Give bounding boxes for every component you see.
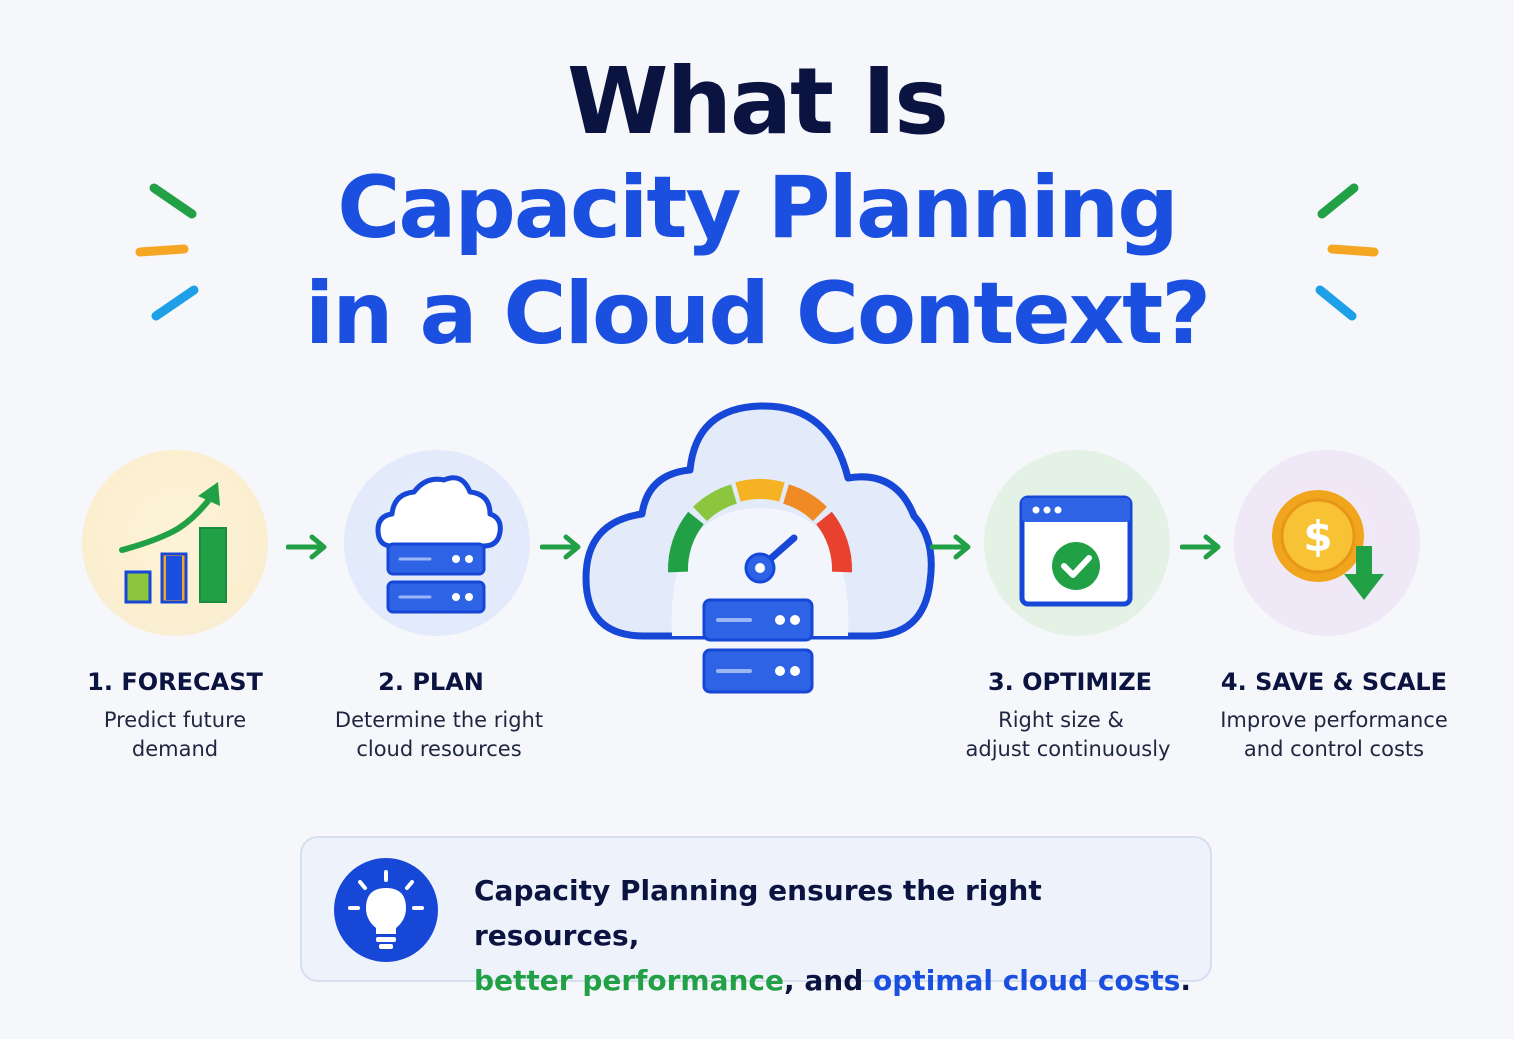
step-1-desc-line-2: demand	[131, 737, 219, 761]
step-2-desc-line-2: cloud resources	[356, 737, 522, 761]
step-3-title: 3. OPTIMIZE	[987, 668, 1153, 696]
title-line-1: What Is	[566, 48, 949, 155]
lightbulb-badge	[334, 858, 438, 962]
step-3-desc-line-1: Right size &	[998, 708, 1124, 732]
title-line-3: in a Cloud Context?	[304, 264, 1211, 364]
step-1-title: 1. FORECAST	[87, 668, 263, 696]
arrow-right-icon	[286, 534, 327, 560]
arrow-right-icon	[540, 534, 581, 560]
summary-highlight-costs: optimal cloud costs	[873, 964, 1181, 997]
save-scale-circle: $	[1234, 450, 1420, 636]
step-2-desc-line-1: Determine the right	[334, 708, 544, 732]
title-line-2: Capacity Planning	[337, 158, 1179, 258]
plan-circle	[344, 450, 530, 636]
cloud-server-icon	[375, 475, 503, 614]
optimize-circle	[984, 450, 1170, 636]
summary-period: .	[1180, 964, 1192, 997]
step-4-title: 4. SAVE & SCALE	[1220, 668, 1448, 696]
growth-chart-icon	[119, 482, 227, 604]
forecast-circle	[82, 450, 268, 636]
step-4-desc-line-2: and control costs	[1243, 737, 1425, 761]
summary-box	[300, 836, 1212, 982]
step-2-title: 2. PLAN	[378, 668, 484, 696]
right-burst-icon	[1315, 183, 1379, 321]
summary-highlight-performance: better performance	[474, 964, 785, 997]
coin-down-arrow-icon: $	[1272, 490, 1384, 600]
arrow-right-icon	[930, 534, 971, 560]
cloud-gauge-server-icon	[582, 402, 935, 694]
summary-connector: , and	[784, 964, 874, 997]
svg-text:$: $	[1303, 512, 1332, 561]
browser-check-icon	[1019, 495, 1133, 607]
left-burst-icon	[135, 183, 199, 321]
summary-line-1: Capacity Planning ensures the right reso…	[474, 874, 1042, 952]
step-3-desc-line-2: adjust continuously	[965, 737, 1171, 761]
lightbulb-icon	[348, 870, 424, 949]
step-1-desc-line-1: Predict future	[103, 708, 247, 732]
step-4-desc-line-1: Improve performance	[1220, 708, 1448, 732]
summary-text: Capacity Planning ensures the right reso…	[474, 868, 1194, 1003]
arrow-right-icon	[1180, 534, 1221, 560]
